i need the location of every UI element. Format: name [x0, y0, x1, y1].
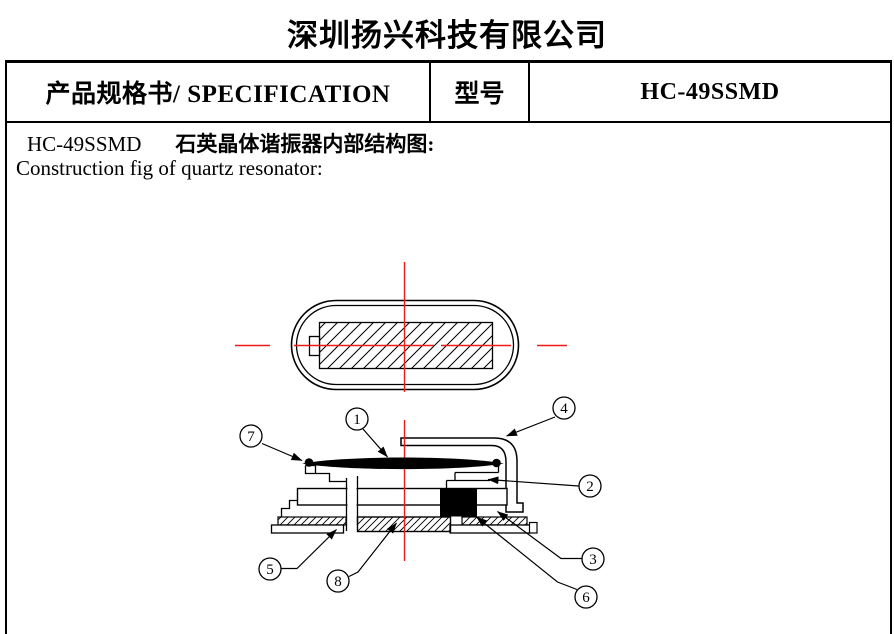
section-heading-cn-text: 石英晶体谐振器内部结构图: — [175, 132, 435, 156]
spec-title-cell: 产品规格书/ SPECIFICATION — [7, 63, 431, 121]
model-label-cell: 型号 — [431, 63, 530, 121]
content-frame — [5, 120, 892, 634]
model-value-cell: HC-49SSMD — [640, 78, 780, 105]
section-heading-en: Construction fig of quartz resonator: — [16, 156, 323, 180]
spec-header-table: 产品规格书/ SPECIFICATION 型号 HC-49SSMD — [5, 60, 892, 123]
section-heading-cn: HC-49SSMD 石英晶体谐振器内部结构图: — [27, 128, 434, 158]
section-model-number: HC-49SSMD — [27, 132, 142, 156]
company-title: 深圳扬兴科技有限公司 — [287, 18, 607, 53]
